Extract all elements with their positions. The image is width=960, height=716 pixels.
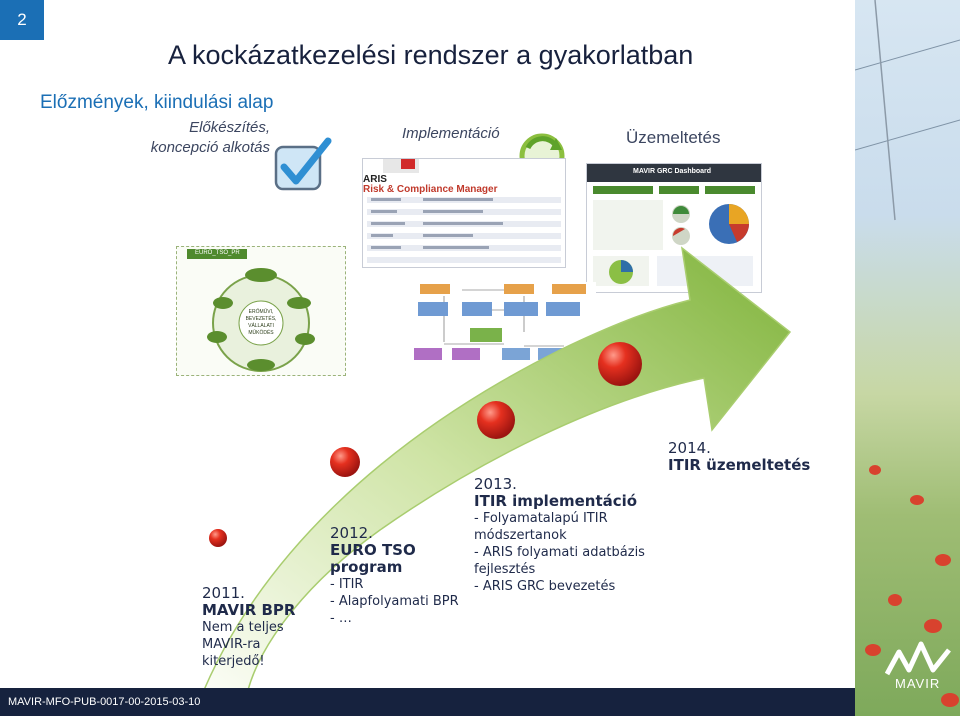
process-map-screenshot: EURO_TSO_PR ERŐMŰVI, BEVEZETÉS, VÁLLALAT… <box>176 246 346 376</box>
milestone-2013-line3: - ARIS folyamati adatbázis <box>474 545 645 560</box>
slide-subtitle: Előzmények, kiindulási alap <box>40 92 274 113</box>
milestone-2014: 2014. ITIR üzemeltetés <box>668 440 810 474</box>
milestone-ball-2014 <box>598 342 642 386</box>
milestone-2012-year: 2012. <box>330 524 373 542</box>
process-map-center-line3: MŰKÖDÉS <box>248 330 274 336</box>
milestone-2011-year: 2011. <box>202 584 245 602</box>
milestone-2013-line1: - Folyamatalapú ITIR <box>474 511 608 526</box>
meadow-background: MAVIR <box>855 0 960 716</box>
phase-preparation-line1: Előkészítés, <box>189 119 270 136</box>
phase-implementation-label: Implementáció <box>402 125 500 142</box>
aris-screenshot: ARIS Risk & Compliance Manager <box>362 158 566 268</box>
mavir-logo-text: MAVIR <box>895 676 941 691</box>
dashboard-title: MAVIR GRC Dashboard <box>633 168 712 175</box>
milestone-2012-line2: - Alapfolyamati BPR <box>330 594 459 609</box>
checkmark-icon <box>274 137 332 191</box>
grc-dashboard-screenshot: MAVIR GRC Dashboard <box>586 163 762 293</box>
meadow-graphic <box>855 0 960 707</box>
aris-product: Risk & Compliance Manager <box>363 184 498 195</box>
milestone-ball-2012 <box>330 447 360 477</box>
milestone-2013-line5: - ARIS GRC bevezetés <box>474 579 616 594</box>
milestone-2012: 2012. EURO TSO program - ITIR - Alapfoly… <box>330 525 459 627</box>
milestone-2014-heading: ITIR üzemeltetés <box>668 456 811 474</box>
milestone-2013-line4: fejlesztés <box>474 562 536 577</box>
process-map-center-line1: ERŐMŰVI, BEVEZETÉS, <box>245 309 277 322</box>
milestone-2011-heading: MAVIR BPR <box>202 601 296 619</box>
footer-bar <box>0 688 855 716</box>
process-map-header: EURO_TSO_PR <box>195 250 240 256</box>
slide-number: 2 <box>0 0 44 40</box>
footer-document-code: MAVIR-MFO-PUB-0017-00-2015-03-10 <box>8 696 201 708</box>
aris-table-graphic <box>367 159 561 263</box>
milestone-2012-line3: - … <box>330 611 352 626</box>
mavir-logo-icon <box>885 641 951 676</box>
phase-preparation-label: Előkészítés, koncepció alkotás <box>120 118 270 158</box>
milestone-2011-line3: kiterjedő! <box>202 654 265 669</box>
arrow-shape <box>202 246 792 691</box>
milestone-2014-year: 2014. <box>668 439 711 457</box>
milestone-2011-line2: MAVIR-ra <box>202 637 261 652</box>
milestone-2011-line1: Nem a teljes <box>202 620 284 635</box>
slide-title: A kockázatkezelési rendszer a gyakorlatb… <box>168 40 694 70</box>
milestone-2012-heading-line2: program <box>330 558 403 576</box>
dashboard-graphic <box>587 164 761 286</box>
milestone-2011: 2011. MAVIR BPR Nem a teljes MAVIR-ra ki… <box>202 585 295 670</box>
milestone-ball-2013 <box>477 401 515 439</box>
milestone-ball-2011 <box>209 529 227 547</box>
phase-operation-label: Üzemeltetés <box>626 128 721 147</box>
milestone-2013: 2013. ITIR implementáció - Folyamatalapú… <box>474 476 645 595</box>
process-map-center: ERŐMŰVI, BEVEZETÉS, VÁLLALATI MŰKÖDÉS <box>237 309 285 337</box>
milestone-2012-line1: - ITIR <box>330 577 364 592</box>
milestone-2013-heading: ITIR implementáció <box>474 492 638 510</box>
milestone-2012-heading-line1: EURO TSO <box>330 541 416 559</box>
milestone-2013-year: 2013. <box>474 475 517 493</box>
process-map-center-line2: VÁLLALATI <box>248 323 274 329</box>
aris-brand: ARIS <box>363 174 387 185</box>
process-map-graphic <box>187 249 315 372</box>
phase-preparation-line2: koncepció alkotás <box>150 139 270 156</box>
milestone-2013-line2: módszertanok <box>474 528 567 543</box>
